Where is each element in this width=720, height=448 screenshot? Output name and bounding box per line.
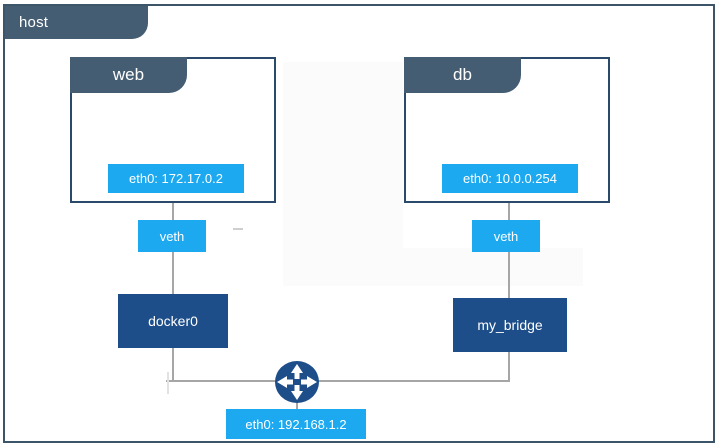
db-eth0-label[interactable]: eth0: 10.0.0.254 bbox=[442, 164, 578, 193]
stub-mark-bus-left bbox=[167, 372, 169, 394]
container-web[interactable]: web eth0: 172.17.0.2 bbox=[70, 57, 276, 203]
bridge-docker0[interactable]: docker0 bbox=[118, 294, 228, 348]
stub-mark-left bbox=[233, 228, 243, 230]
router-icon[interactable] bbox=[274, 360, 320, 404]
container-web-title: web bbox=[70, 57, 187, 93]
host-label: host bbox=[5, 6, 148, 39]
connector-bus-right bbox=[296, 380, 510, 382]
web-eth0-label[interactable]: eth0: 172.17.0.2 bbox=[108, 164, 244, 193]
container-db-title: db bbox=[404, 57, 521, 93]
container-db[interactable]: db eth0: 10.0.0.254 bbox=[404, 57, 610, 203]
connector-router-eth0 bbox=[296, 398, 298, 410]
connector-bus-left bbox=[166, 380, 298, 382]
host-eth0-label[interactable]: eth0: 192.168.1.2 bbox=[226, 409, 366, 439]
bridge-my-bridge[interactable]: my_bridge bbox=[453, 298, 567, 352]
connector-mybridge-bus bbox=[508, 352, 510, 382]
veth-db[interactable]: veth bbox=[472, 220, 540, 252]
background-artifact-2 bbox=[283, 248, 583, 286]
veth-web[interactable]: veth bbox=[138, 220, 206, 252]
connector-db-veth bbox=[508, 200, 510, 332]
connector-docker0-bus bbox=[172, 348, 174, 382]
connector-web-veth bbox=[172, 200, 174, 326]
background-artifact bbox=[283, 62, 403, 280]
